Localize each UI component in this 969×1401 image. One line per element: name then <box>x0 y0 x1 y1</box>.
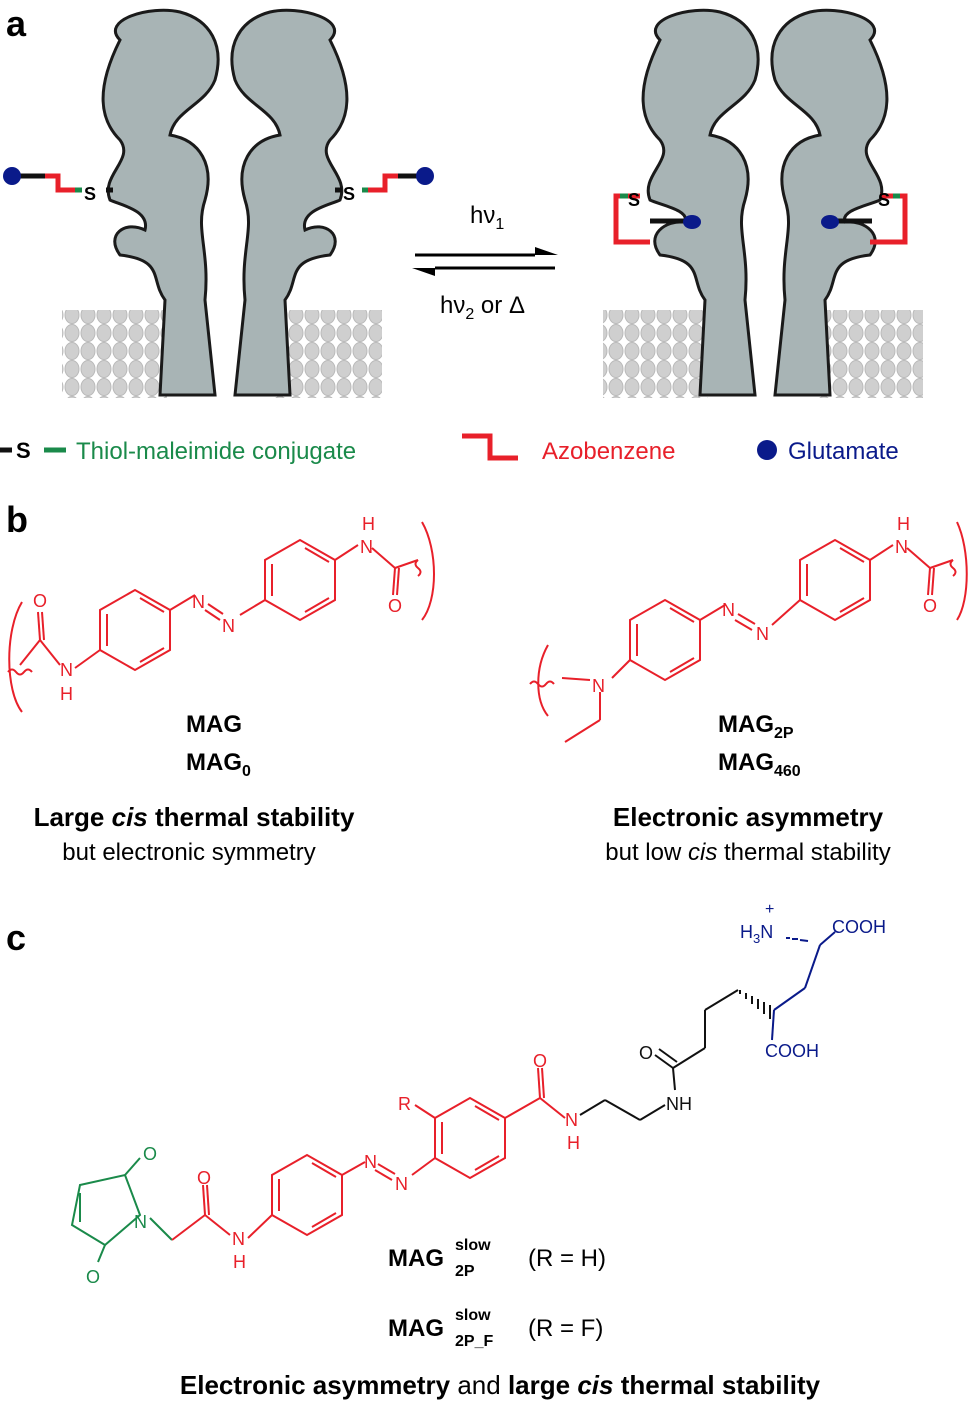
legend: S Thiol-maleimide conjugate Azobenzene G… <box>0 433 899 465</box>
lipid-bilayer-right-1 <box>603 310 708 398</box>
maleimide-n: N <box>134 1212 147 1232</box>
legend-thiol-label: Thiol-maleimide conjugate <box>76 438 356 465</box>
mag-o-2: O <box>388 596 402 616</box>
mag-azo-n-2: N <box>222 616 235 636</box>
mag-n-2: N <box>360 537 373 557</box>
core-n-2: N <box>565 1110 578 1130</box>
linker-hash-bond <box>739 990 771 1019</box>
compound-2-sup: slow <box>455 1307 491 1324</box>
mag2p-structure <box>529 521 968 743</box>
receptor-subunit-left-2 <box>641 8 760 397</box>
membrane-right-state <box>603 310 923 398</box>
mag2p-name-2: MAG460 <box>718 749 801 780</box>
glu-plus: + <box>765 901 774 918</box>
glutamate-left-a <box>3 167 21 185</box>
mag2p-n-amide: N <box>895 537 908 557</box>
panel-b-label: b <box>6 499 28 540</box>
panel-a-label: a <box>6 3 27 44</box>
mag-n-1: N <box>60 660 73 680</box>
receptor-closed-state <box>613 8 908 397</box>
mag-h-1: H <box>60 684 73 704</box>
thiol-s-label-4: S <box>878 190 890 210</box>
thiol-s-label-1: S <box>84 184 96 204</box>
mag-desc-line2: but electronic symmetry <box>62 839 315 866</box>
mag-desc-line1: Large cis thermal stability <box>34 802 355 832</box>
panel-c-footer: Electronic asymmetry and large cis therm… <box>180 1370 821 1400</box>
glutamate-bound-right <box>821 215 839 229</box>
linker-chain <box>579 989 739 1121</box>
receptor-subunit-right <box>230 8 349 397</box>
receptor-subunit-left <box>101 8 220 397</box>
azobenzene-core <box>171 1067 566 1241</box>
thiol-s-label-2: S <box>343 184 355 204</box>
mag2p-desc-line1: Electronic asymmetry <box>613 802 884 832</box>
mag2p-n-amine: N <box>592 676 605 696</box>
mag2p-o: O <box>923 596 937 616</box>
mag-azo-n-1: N <box>192 592 205 612</box>
mag-o-1: O <box>33 591 47 611</box>
mag2p-azo-n-1: N <box>722 600 735 620</box>
compound-1-name: MAG <box>388 1245 444 1272</box>
compound-1-sub: 2P <box>455 1263 475 1280</box>
linker-nh: NH <box>666 1094 692 1114</box>
linker-o: O <box>639 1043 653 1063</box>
membrane-left-state <box>62 310 382 398</box>
compound-2-sub: 2P_F <box>455 1333 493 1350</box>
core-o-1: O <box>197 1168 211 1188</box>
legend-thiol-s: S <box>16 438 31 463</box>
mag2p-desc-line2: but low cis thermal stability <box>605 839 890 866</box>
mag-h-2: H <box>362 514 375 534</box>
legend-glutamate-symbol <box>757 440 777 460</box>
mag2p-azo-n-2: N <box>756 624 769 644</box>
mag-name-2: MAG0 <box>186 749 251 780</box>
arrow-forward-label: hν1 <box>470 202 504 233</box>
glu-h3n: H3N <box>740 922 773 946</box>
legend-azo-label: Azobenzene <box>542 438 675 465</box>
arrow-reverse-label: hν2 or Δ <box>440 292 525 323</box>
mag2p-h-amide: H <box>897 514 910 534</box>
legend-glu-label: Glutamate <box>788 438 899 465</box>
glutamate-bound-left <box>683 215 701 229</box>
core-r: R <box>398 1094 411 1114</box>
mag-name-1: MAG <box>186 711 242 738</box>
glu-cooh-2: COOH <box>765 1041 819 1061</box>
equilibrium-arrows <box>412 247 558 276</box>
core-o-2: O <box>533 1051 547 1071</box>
glutamate-head <box>771 931 836 1041</box>
mag-structure <box>7 521 435 713</box>
core-h-2: H <box>567 1133 580 1153</box>
compound-2-r: (R = F) <box>528 1315 603 1342</box>
receptor-open-state <box>3 8 434 397</box>
core-azo-n-1: N <box>364 1152 377 1172</box>
maleimide-o-1: O <box>143 1144 157 1164</box>
core-azo-n-2: N <box>395 1174 408 1194</box>
receptor-subunit-right-2 <box>770 8 889 397</box>
glu-cooh-1: COOH <box>832 917 886 937</box>
panel-c-label: c <box>6 917 26 958</box>
thiol-s-label-3: S <box>628 190 640 210</box>
core-h-1: H <box>233 1252 246 1272</box>
glutamate-right-a <box>416 167 434 185</box>
mag2p-name-1: MAG2P <box>718 711 794 742</box>
maleimide-o-2: O <box>86 1267 100 1287</box>
lipid-bilayer-right-2 <box>813 310 923 398</box>
lipid-bilayer-left-1 <box>62 310 167 398</box>
compound-1-r: (R = H) <box>528 1245 606 1272</box>
compound-2-name: MAG <box>388 1315 444 1342</box>
legend-azobenzene-symbol <box>462 433 518 461</box>
core-n-1: N <box>232 1229 245 1249</box>
compound-1-sup: slow <box>455 1237 491 1254</box>
maleimide-group <box>70 1157 173 1263</box>
